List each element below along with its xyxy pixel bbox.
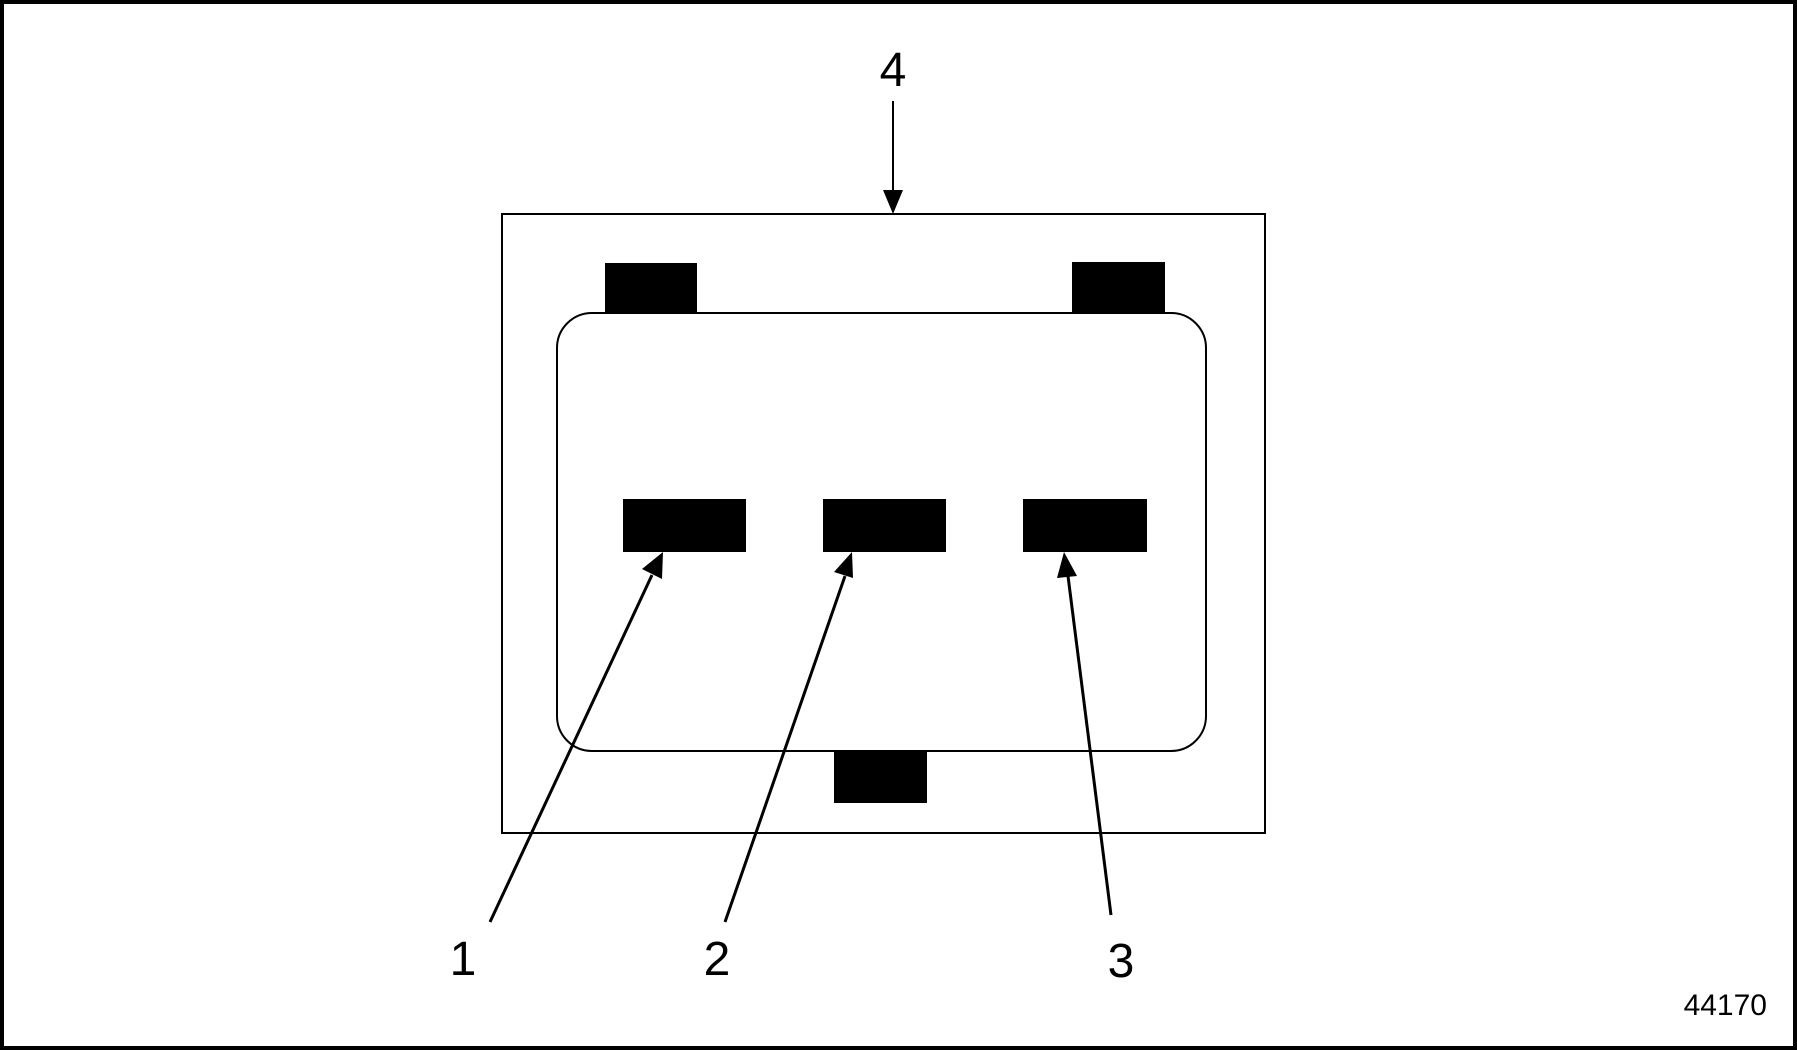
callout-label-2: 2	[704, 933, 731, 986]
callout-label-1: 1	[450, 933, 477, 986]
callout-label-3: 3	[1108, 935, 1135, 988]
connector-housing	[501, 213, 1266, 834]
callout-label-4: 4	[880, 44, 907, 97]
callout-4-arrowhead-icon	[883, 190, 903, 214]
terminal-2	[823, 499, 946, 552]
callout-3-leader	[1066, 575, 1113, 916]
terminal-1	[623, 499, 746, 552]
bottom-tab	[834, 751, 927, 803]
terminal-3	[1023, 499, 1147, 552]
callout-1-arrowhead-icon	[642, 552, 663, 579]
callout-2-leader	[723, 575, 847, 923]
callout-1-leader	[488, 574, 654, 923]
top-left-tab	[605, 263, 697, 313]
callout-3-arrowhead-icon	[1057, 552, 1077, 578]
callout-2-arrowhead-icon	[834, 552, 853, 578]
top-right-tab	[1072, 262, 1165, 313]
figure-id: 44170	[1684, 989, 1767, 1022]
